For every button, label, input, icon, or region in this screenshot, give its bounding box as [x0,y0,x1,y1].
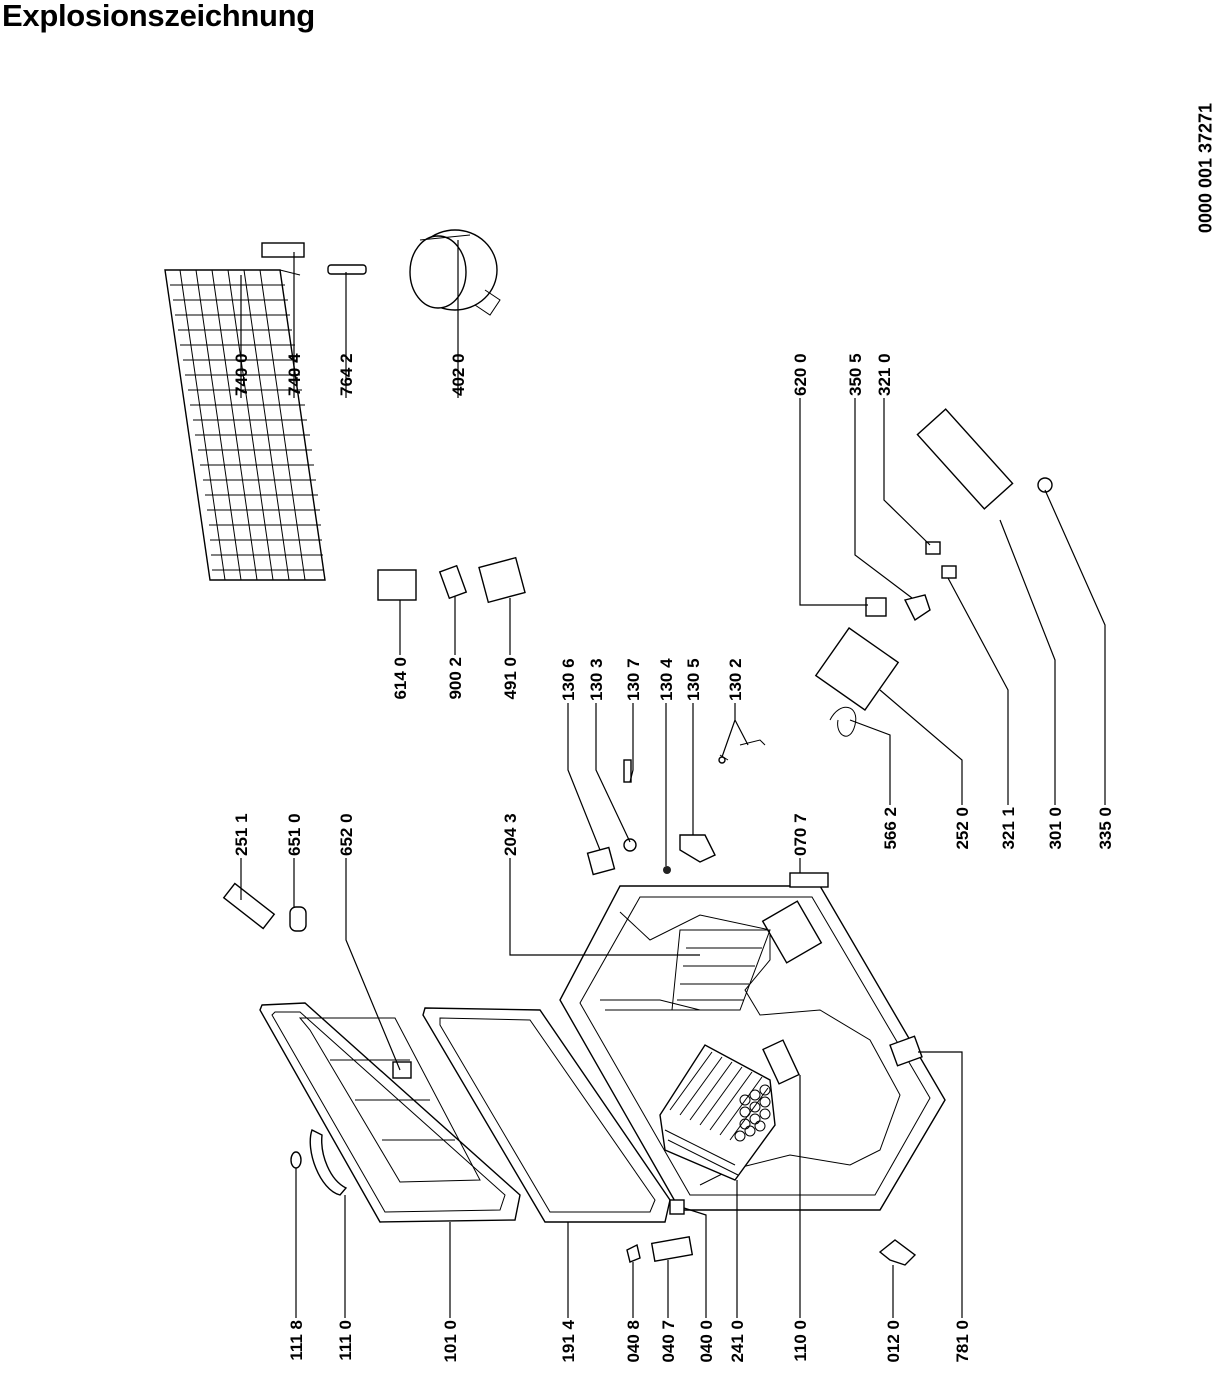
spring-130-7 [623,759,632,783]
part-label: 614 0 [391,657,410,700]
door-handle [309,1129,348,1196]
part-label: 764 2 [337,353,356,396]
part-label: 040 7 [659,1320,678,1363]
part-040-8 [626,1243,641,1263]
part-label: 204 3 [501,813,520,856]
part-label: 252 0 [953,807,972,850]
lamp-cover [222,882,276,930]
part-781-0 [889,1035,923,1067]
lamp [289,906,307,932]
part-130-4 [663,866,671,874]
part-040-7 [650,1236,694,1262]
part-130-5 [679,834,716,863]
knob [1037,477,1053,493]
starter-relay [377,569,417,601]
part-label: 110 0 [791,1320,810,1362]
part-label: 350 5 [846,353,865,396]
part-label: 130 6 [559,658,578,701]
part-321-1 [941,565,957,579]
part-350-5 [903,594,931,622]
part-label: 335 0 [1096,807,1115,850]
part-label: 900 2 [446,657,465,700]
hinge-040-0 [669,1199,685,1215]
page-title: Explosionszeichnung [2,0,315,33]
part-label: 651 0 [285,813,304,856]
door-gasket [422,1007,671,1223]
part-label: 101 0 [441,1320,460,1363]
vent-grille [789,872,829,888]
wire-basket [659,1044,776,1181]
part-labels: 740 0 740 4 764 2 402 0 620 0 350 5 321 … [232,353,1115,1363]
part-label: 130 2 [726,658,745,701]
part-label: 111 0 [336,1320,355,1361]
parts-drawings [164,229,1053,1266]
hinge-110-0 [762,1039,800,1085]
part-label: 241 0 [728,1320,747,1363]
cabinet-body [559,885,946,1211]
handle-cap [290,1151,302,1169]
part-740-4 [261,242,305,258]
thermostat-housing [814,627,900,711]
capillary-566-2 [829,707,857,737]
part-label: 040 8 [624,1320,643,1363]
compressor [409,229,501,316]
part-130-6 [586,846,616,876]
part-label: 620 0 [791,353,810,396]
leader-lines [240,240,1106,1318]
part-620-0 [865,597,887,617]
part-130-3 [623,838,637,852]
part-label: 191 4 [559,1319,578,1362]
part-label: 012 0 [884,1320,903,1363]
part-label: 040 0 [697,1320,716,1363]
part-label: 130 5 [684,658,703,701]
part-label: 111 8 [287,1320,306,1361]
part-label: 130 3 [587,658,606,701]
part-label: 130 7 [624,658,643,701]
part-label: 566 2 [881,807,900,850]
control-panel [916,408,1014,510]
part-012-0 [878,1239,917,1266]
part-label: 740 0 [232,353,251,396]
part-label: 321 0 [875,353,894,396]
part-900-2 [438,564,468,600]
part-label: 130 4 [657,658,676,701]
part-label: 491 0 [501,657,520,700]
part-label: 402 0 [449,353,468,396]
part-label: 251 1 [232,813,251,856]
lid-door [259,1002,521,1223]
evaporator-coil [164,269,326,581]
terminal-box [478,556,526,604]
part-label: 652 0 [337,813,356,856]
part-label: 301 0 [1046,807,1065,850]
part-label: 740 4 [285,353,304,396]
filter-drier [327,264,367,275]
part-label: 070 7 [791,813,810,856]
part-label: 781 0 [953,1320,972,1363]
part-label: 321 1 [999,807,1018,850]
